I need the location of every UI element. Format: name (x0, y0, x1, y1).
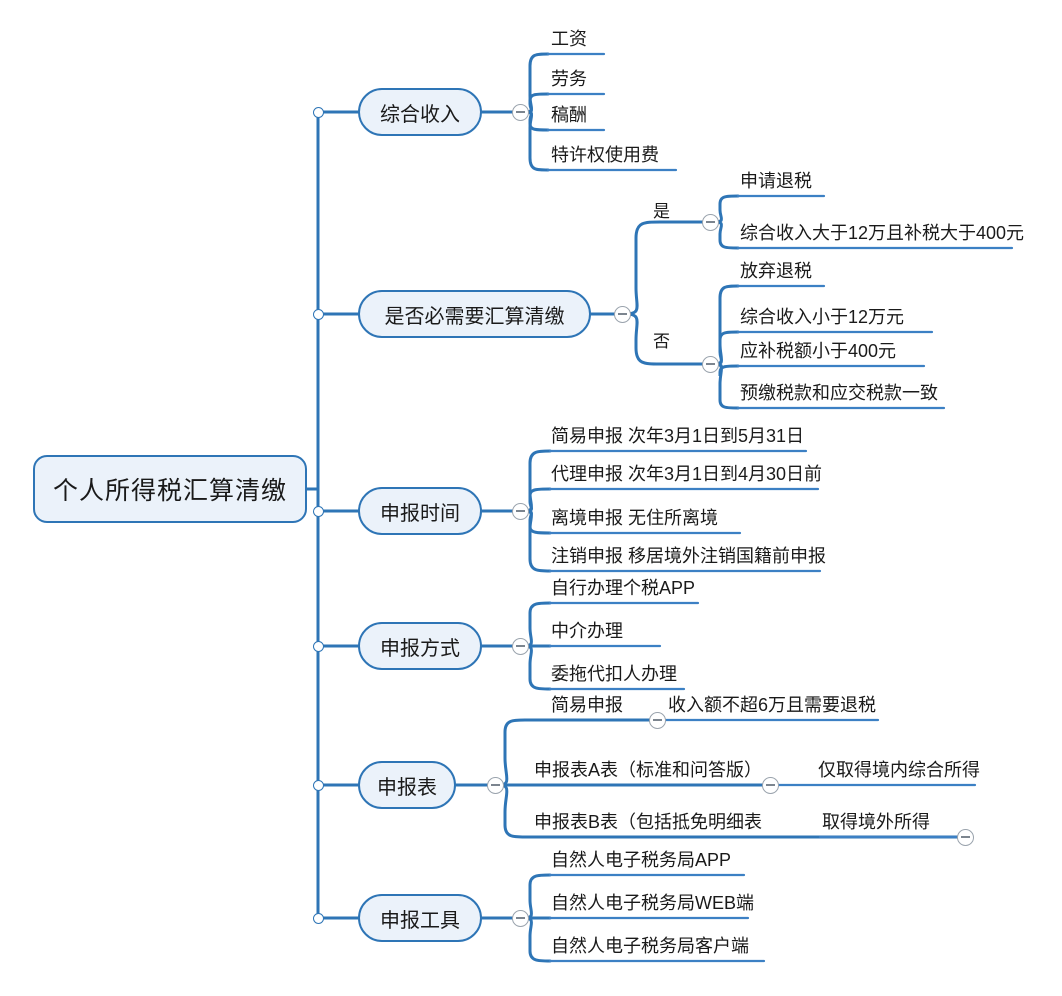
branch-node-label: 申报表 (377, 776, 437, 799)
collapse-minus-icon[interactable] (761, 776, 779, 794)
leaf-node[interactable]: 仅取得境内综合所得 (818, 760, 980, 780)
leaf-node[interactable]: 委拖代扣人办理 (551, 664, 677, 684)
leaf-node[interactable]: 自然人电子税务局WEB端 (551, 893, 755, 913)
sub-branch-label-yes[interactable]: 是 (653, 202, 670, 221)
branch-hub-icon[interactable] (312, 308, 324, 320)
branch-node-filing-form[interactable]: 申报表 (358, 761, 456, 809)
sub-branch-label-no[interactable]: 否 (653, 332, 670, 351)
branch-hub-icon[interactable] (312, 779, 324, 791)
leaf-node[interactable]: 取得境外所得 (822, 812, 930, 832)
branch-hub-icon[interactable] (312, 640, 324, 652)
leaf-node[interactable]: 简易申报 (551, 695, 623, 715)
collapse-minus-icon[interactable] (648, 711, 666, 729)
branch-node-label: 综合收入 (380, 103, 460, 126)
leaf-node[interactable]: 特许权使用费 (551, 145, 659, 165)
branch-node-filing-method[interactable]: 申报方式 (358, 622, 482, 670)
collapse-minus-icon[interactable] (511, 502, 529, 520)
branch-node-filing-time[interactable]: 申报时间 (358, 487, 482, 535)
collapse-minus-icon[interactable] (511, 103, 529, 121)
branch-node-label: 是否必需要汇算清缴 (384, 305, 565, 328)
leaf-node[interactable]: 预缴税款和应交税款一致 (740, 383, 938, 403)
leaf-node[interactable]: 自然人电子税务局客户端 (551, 936, 749, 956)
collapse-minus-icon[interactable] (511, 909, 529, 927)
leaf-node[interactable]: 综合收入小于12万元 (740, 307, 905, 327)
leaf-node[interactable]: 应补税额小于400元 (740, 341, 897, 361)
collapse-minus-icon[interactable] (486, 776, 504, 794)
collapse-minus-icon[interactable] (701, 213, 719, 231)
root-node[interactable]: 个人所得税汇算清缴 (33, 455, 307, 523)
branch-hub-icon[interactable] (312, 912, 324, 924)
branch-node-filing-tool[interactable]: 申报工具 (358, 894, 482, 942)
collapse-minus-icon[interactable] (956, 828, 974, 846)
leaf-node[interactable]: 注销申报 移居境外注销国籍前申报 (551, 546, 826, 566)
leaf-node[interactable]: 综合收入大于12万且补税大于400元 (740, 223, 1025, 243)
branch-node-settlement-required[interactable]: 是否必需要汇算清缴 (358, 290, 591, 338)
leaf-node[interactable]: 申报表B表（包括抵免明细表 (534, 812, 763, 832)
collapse-minus-icon[interactable] (701, 355, 719, 373)
leaf-node[interactable]: 稿酬 (551, 105, 587, 125)
branch-node-label: 申报方式 (380, 637, 460, 660)
leaf-node[interactable]: 工资 (551, 29, 587, 49)
branch-hub-icon[interactable] (312, 505, 324, 517)
branch-node-comprehensive-income[interactable]: 综合收入 (358, 88, 482, 136)
leaf-node[interactable]: 自然人电子税务局APP (551, 850, 732, 870)
leaf-node[interactable]: 中介办理 (551, 621, 623, 641)
branch-hub-icon[interactable] (312, 106, 324, 118)
leaf-node[interactable]: 自行办理个税APP (551, 578, 696, 598)
leaf-node[interactable]: 简易申报 次年3月1日到5月31日 (551, 426, 805, 446)
collapse-minus-icon[interactable] (511, 637, 529, 655)
leaf-node[interactable]: 劳务 (551, 69, 587, 89)
leaf-node[interactable]: 代理申报 次年3月1日到4月30日前 (551, 464, 823, 484)
leaf-node[interactable]: 申报表A表（标准和问答版） (534, 760, 763, 780)
branch-node-label: 申报时间 (380, 502, 460, 525)
leaf-node[interactable]: 收入额不超6万且需要退税 (668, 695, 877, 715)
root-node-label: 个人所得税汇算清缴 (52, 477, 287, 505)
branch-node-label: 申报工具 (380, 909, 460, 932)
collapse-minus-icon[interactable] (613, 305, 631, 323)
leaf-node[interactable]: 放弃退税 (740, 261, 812, 281)
leaf-node[interactable]: 申请退税 (740, 171, 812, 191)
leaf-node[interactable]: 离境申报 无住所离境 (551, 508, 719, 528)
